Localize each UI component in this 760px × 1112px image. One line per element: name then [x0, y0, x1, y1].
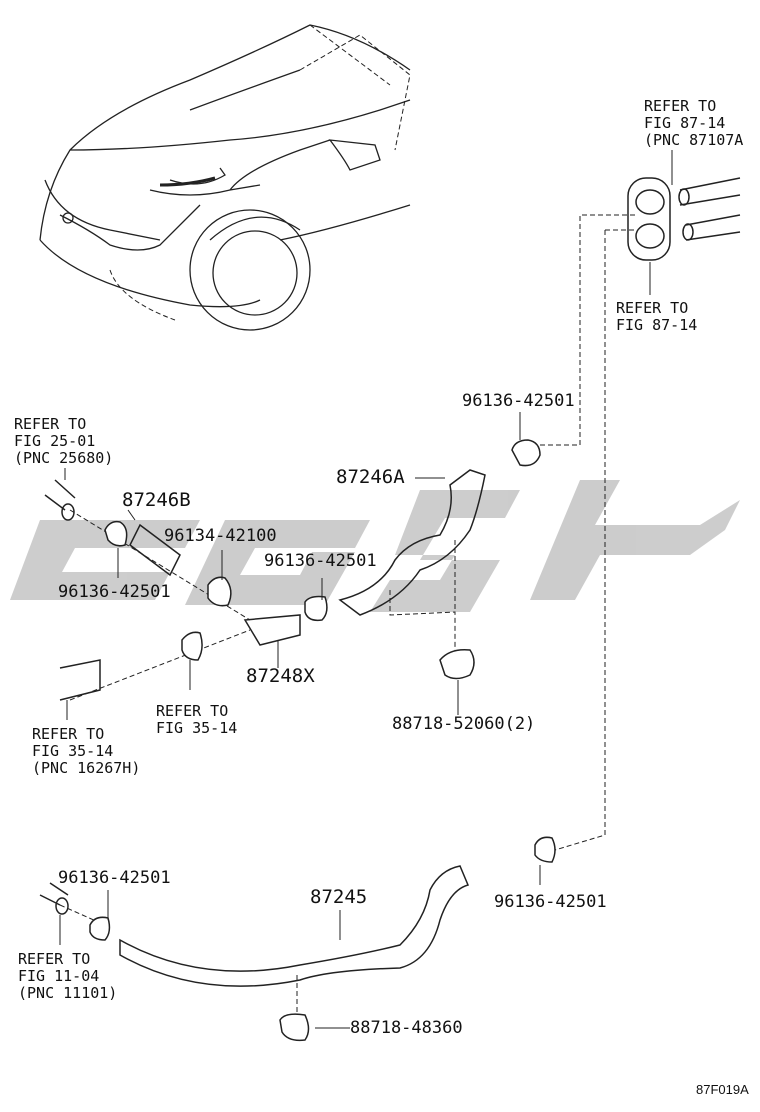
- ref-line: REFER TO: [644, 97, 717, 115]
- ref-line: (PNC 11101): [18, 984, 118, 1002]
- ref-line: FIG 35-14: [156, 719, 238, 737]
- ref-line: REFER TO: [616, 299, 689, 317]
- ref-label-fig-25: REFER TO FIG 25-01 (PNC 25680): [14, 416, 113, 467]
- ref-label-top-right-1: REFER TO FIG 87-14 (PNC 87107A: [644, 98, 743, 149]
- part-number-clamp-b[interactable]: 96136-42501: [264, 551, 377, 571]
- ref-label-fig-35-a: REFER TO FIG 35-14: [156, 703, 237, 737]
- part-number-hose-87246a[interactable]: 87246A: [336, 466, 405, 488]
- hose-shapes: [39, 469, 486, 987]
- ref-line: FIG 87-14: [616, 316, 698, 334]
- part-number-clamp-88718-52060[interactable]: 88718-52060(2): [392, 714, 536, 734]
- ref-line: REFER TO: [156, 702, 229, 720]
- ref-line: (PNC 16267H): [32, 759, 141, 777]
- part-number-clamp-c[interactable]: 96136-42501: [58, 582, 171, 602]
- figure-code: 87F019A: [696, 1082, 749, 1097]
- watermark-logo: [10, 480, 740, 612]
- ref-label-fig-35-b: REFER TO FIG 35-14 (PNC 16267H): [32, 726, 140, 777]
- part-number-hose-87245[interactable]: 87245: [310, 886, 368, 908]
- clamp-shapes: [89, 439, 556, 1042]
- part-number-hose-87246b[interactable]: 87246B: [122, 489, 191, 511]
- ref-label-top-right-2: REFER TO FIG 87-14: [616, 300, 697, 334]
- ref-line: (PNC 25680): [14, 449, 114, 467]
- ref-line: (PNC 87107A: [644, 131, 744, 149]
- ref-line: FIG 35-14: [32, 742, 114, 760]
- grommet-part: [627, 177, 741, 261]
- part-number-clamp-88718-48360[interactable]: 88718-48360: [350, 1018, 463, 1038]
- part-number-clamp-a[interactable]: 96136-42501: [462, 391, 575, 411]
- part-number-clamp-96134[interactable]: 96134-42100: [164, 526, 277, 546]
- ref-line: FIG 11-04: [18, 967, 100, 985]
- part-number-clamp-e[interactable]: 96136-42501: [494, 892, 607, 912]
- part-number-clamp-d[interactable]: 96136-42501: [58, 868, 171, 888]
- part-number-joint-87248x[interactable]: 87248X: [246, 665, 315, 687]
- car-illustration: [39, 24, 411, 331]
- ref-line: REFER TO: [18, 950, 91, 968]
- ref-label-fig-11: REFER TO FIG 11-04 (PNC 11101): [18, 951, 117, 1002]
- ref-line: REFER TO: [32, 725, 105, 743]
- ref-line: REFER TO: [14, 415, 87, 433]
- ref-line: FIG 87-14: [644, 114, 726, 132]
- ref-line: FIG 25-01: [14, 432, 96, 450]
- label-leaders: [59, 150, 673, 1029]
